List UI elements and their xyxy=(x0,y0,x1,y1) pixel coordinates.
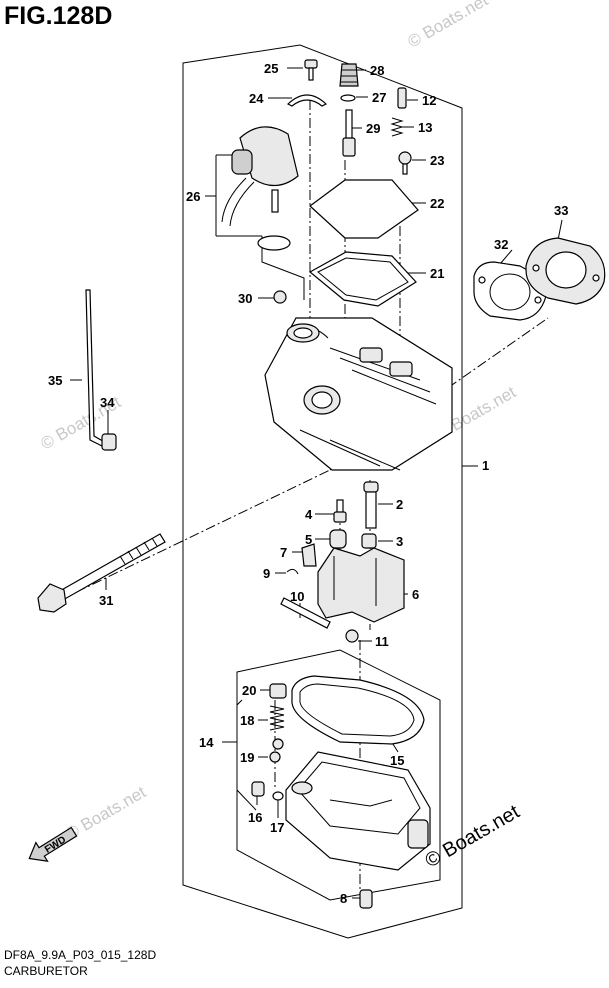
callout-25: 25 xyxy=(264,61,278,76)
part-25-screw xyxy=(304,59,318,81)
callout-23: 23 xyxy=(430,153,444,168)
part-20-drain-plug xyxy=(269,683,287,699)
callout-22: 22 xyxy=(430,196,444,211)
part-17-o-ring xyxy=(272,791,284,801)
part-26-choke-solenoid xyxy=(221,126,299,251)
assembly-outline xyxy=(182,44,463,939)
callout-29: 29 xyxy=(366,121,380,136)
part-10-float-pin xyxy=(280,597,331,629)
callout-32: 32 xyxy=(494,237,508,252)
callout-15: 15 xyxy=(390,753,404,768)
float-chamber-outline xyxy=(236,649,441,901)
callout-8: 8 xyxy=(340,891,347,906)
callout-9: 9 xyxy=(263,566,270,581)
part-24-clip xyxy=(286,94,328,107)
part-27-o-ring xyxy=(340,94,356,102)
part-3-main-jet xyxy=(361,533,377,549)
fwd-arrow-icon: FWD xyxy=(28,826,78,863)
callout-24: 24 xyxy=(249,91,264,106)
callout-27: 27 xyxy=(372,90,386,105)
callout-6: 6 xyxy=(412,587,419,602)
figure-code: DF8A_9.9A_P03_015_128D xyxy=(4,948,157,962)
callout-20: 20 xyxy=(242,683,256,698)
callout-10: 10 xyxy=(290,589,304,604)
watermark: © Boats.net xyxy=(405,0,492,51)
callout-7: 7 xyxy=(280,545,287,560)
callout-labels: 1 2 3 4 5 6 7 8 9 10 11 12 13 14 15 16 1… xyxy=(48,61,568,906)
callout-34: 34 xyxy=(100,395,115,410)
callout-21: 21 xyxy=(430,266,444,281)
part-33-intake-adapter xyxy=(525,237,606,305)
callout-26: 26 xyxy=(186,189,200,204)
callout-3: 3 xyxy=(396,534,403,549)
callout-11: 11 xyxy=(375,634,389,649)
part-14-float-chamber xyxy=(285,751,431,871)
part-7-needle-valve xyxy=(301,543,317,567)
part-30-screw xyxy=(273,290,287,304)
callout-1: 1 xyxy=(482,458,489,473)
part-22-cover-plate xyxy=(309,179,419,239)
part-11-screw xyxy=(345,629,359,643)
callout-35: 35 xyxy=(48,373,62,388)
part-6-float xyxy=(317,547,405,623)
figure-title: FIG.128D xyxy=(4,2,113,30)
callout-28: 28 xyxy=(370,63,384,78)
callout-12: 12 xyxy=(422,93,436,108)
part-31-long-screw xyxy=(37,533,166,613)
part-18-spring xyxy=(269,705,285,731)
part-9-clip xyxy=(286,568,299,575)
callout-14: 14 xyxy=(199,735,214,750)
callout-17: 17 xyxy=(270,820,284,835)
part-12-screw xyxy=(397,87,407,109)
callout-18: 18 xyxy=(240,713,254,728)
part-13-spring xyxy=(390,117,404,137)
callout-5: 5 xyxy=(305,532,312,547)
callout-31: 31 xyxy=(99,593,113,608)
callout-33: 33 xyxy=(554,203,568,218)
part-2-main-nozzle xyxy=(363,481,379,529)
part-34-rod-clip xyxy=(101,433,117,451)
part-29-needle xyxy=(342,109,356,157)
figure-name: CARBURETOR xyxy=(4,964,88,978)
callout-19: 19 xyxy=(240,750,254,765)
part-16-drain-screw xyxy=(251,781,265,797)
callout-16: 16 xyxy=(248,810,262,825)
part-8-drain-screw xyxy=(359,889,373,909)
callout-4: 4 xyxy=(305,507,313,522)
callout-30: 30 xyxy=(238,291,252,306)
part-5-jet xyxy=(329,529,347,549)
part-28-rubber-cap xyxy=(339,63,359,87)
part-15-float-chamber-gasket xyxy=(291,675,425,745)
part-4-pilot-jet xyxy=(333,499,347,523)
carburetor-body xyxy=(264,317,453,471)
callout-13: 13 xyxy=(418,120,432,135)
callout-2: 2 xyxy=(396,497,403,512)
watermark-highlight: © Boats.net xyxy=(422,801,524,873)
part-19-screw xyxy=(269,738,284,763)
leader-lines xyxy=(70,67,563,899)
part-23-screw xyxy=(398,151,412,175)
